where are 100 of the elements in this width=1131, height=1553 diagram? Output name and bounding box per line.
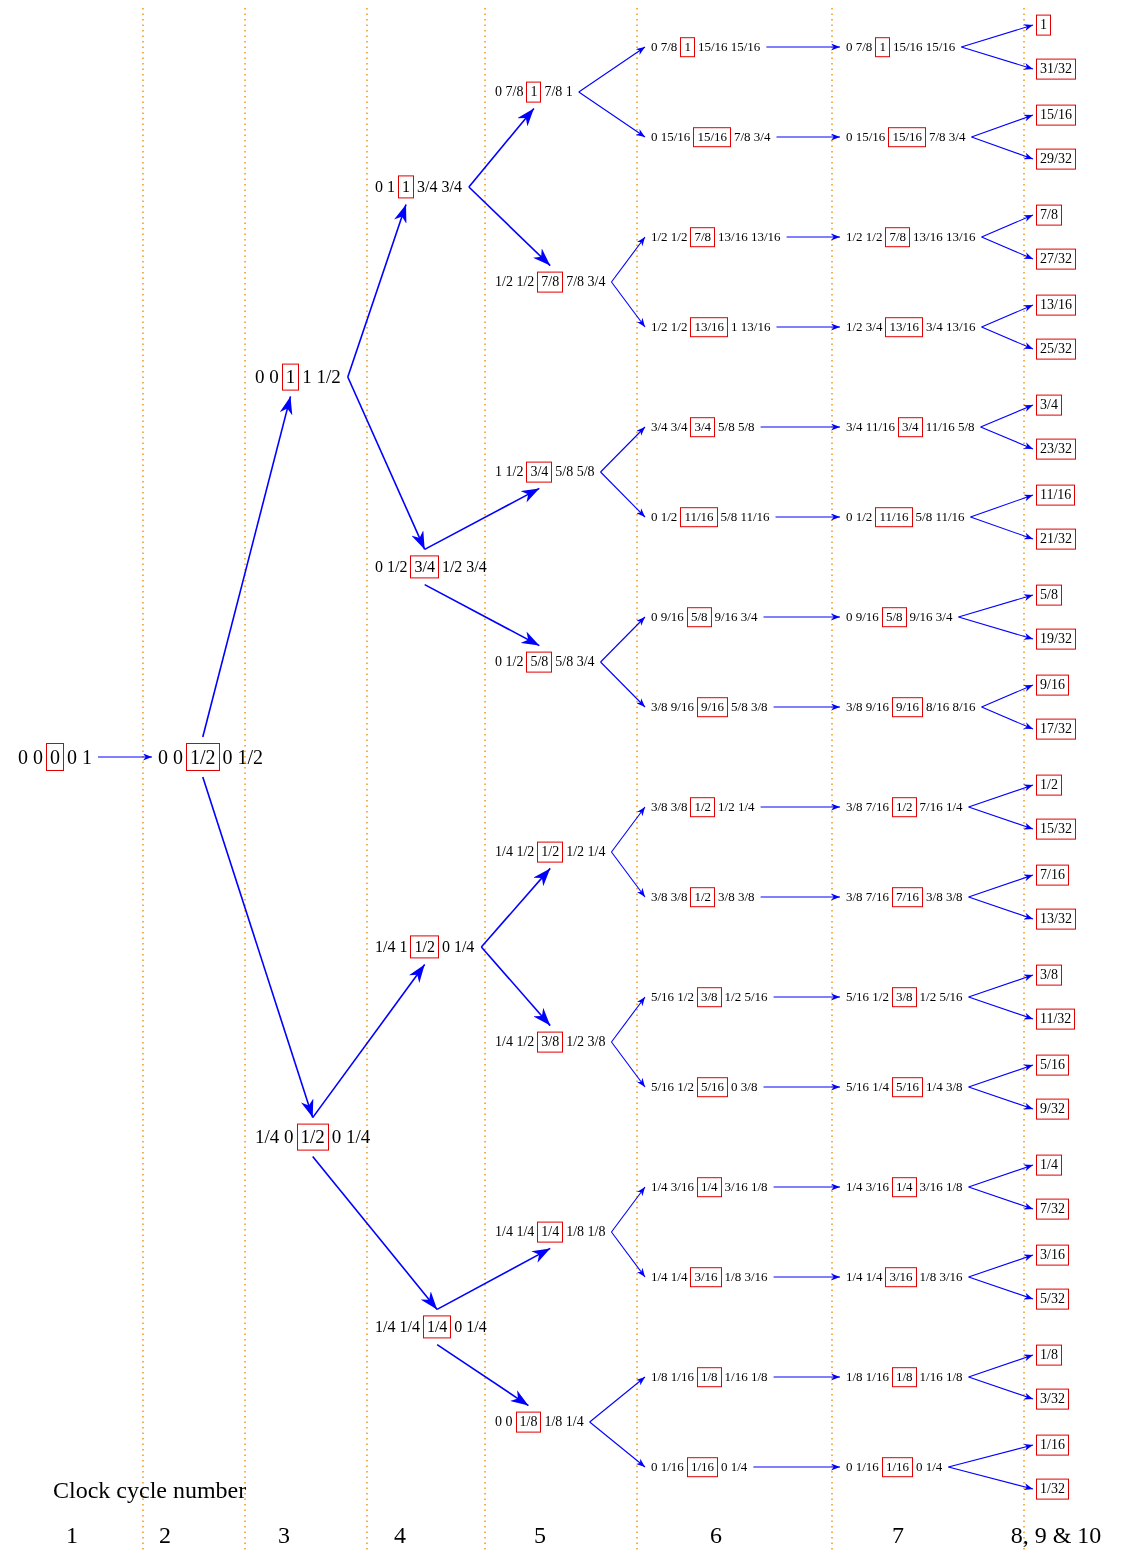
register-values: 0 9/16 <box>845 609 880 625</box>
register-values: 0 1/2 <box>650 509 679 525</box>
arrow <box>589 1376 646 1423</box>
arrow <box>773 703 841 711</box>
register-values: 1/4 3/8 <box>925 1079 964 1095</box>
register-values: 13/16 13/16 <box>717 229 782 245</box>
axis-title: Clock cycle number <box>53 1476 247 1504</box>
register-values: 1/4 1/4 <box>845 1269 884 1285</box>
arrow <box>981 236 1034 260</box>
register-values: 1/8 3/16 <box>918 1269 964 1285</box>
cycle-number: 3 <box>278 1521 290 1549</box>
boxed-value: 3/8 <box>892 987 917 1007</box>
arrow <box>773 1183 841 1191</box>
arrow <box>774 513 841 521</box>
arrow <box>436 1343 530 1407</box>
arrow <box>968 1276 1034 1300</box>
register-values: 3/8 9/16 <box>650 699 695 715</box>
boxed-value: 1/4 <box>697 1177 722 1197</box>
boxed-value: 13/16 <box>690 317 729 337</box>
arrow <box>752 1463 841 1471</box>
register-values: 5/8 3/8 <box>730 699 769 715</box>
boxed-value: 3/16 <box>885 1267 917 1287</box>
register-values: 3/16 1/8 <box>918 1179 964 1195</box>
register-values: 5/8 5/8 <box>717 419 756 435</box>
arrow <box>775 323 841 331</box>
arrow <box>600 661 646 708</box>
boxed-value: 1/2 <box>1036 774 1062 796</box>
boxed-value: 1/8 <box>892 1367 917 1387</box>
register-values: 1/2 5/16 <box>918 989 964 1005</box>
arrow <box>968 896 1034 920</box>
register-values: 0 0 <box>17 745 44 769</box>
arrow <box>947 1443 1034 1468</box>
boxed-value: 27/32 <box>1036 248 1076 270</box>
arrow <box>578 91 646 138</box>
boxed-value: 11/32 <box>1036 1008 1076 1030</box>
boxed-value: 19/32 <box>1036 628 1076 650</box>
boxed-value: 7/16 <box>892 887 924 907</box>
register-values: 1/2 1/2 <box>845 229 884 245</box>
register-values: 0 7/8 <box>650 39 679 55</box>
boxed-value: 13/16 <box>1036 294 1076 316</box>
register-values: 3/8 3/8 <box>650 889 689 905</box>
register-values: 1/2 1/2 <box>494 274 536 290</box>
arrow <box>786 233 841 241</box>
register-values: 3/8 9/16 <box>845 699 890 715</box>
register-values: 7/8 3/4 <box>565 274 607 290</box>
register-values: 3/4 11/16 <box>845 419 896 435</box>
boxed-value: 3/8 <box>697 987 722 1007</box>
boxed-value: 5/32 <box>1036 1288 1069 1310</box>
register-values: 0 15/16 <box>845 129 887 145</box>
boxed-value: 15/16 <box>888 127 926 147</box>
register-values: 1/16 1/8 <box>723 1369 769 1385</box>
boxed-value: 29/32 <box>1036 148 1076 170</box>
boxed-value: 1/2 <box>296 1123 329 1151</box>
arrow <box>969 494 1034 518</box>
arrow <box>968 784 1034 808</box>
boxed-value: 9/32 <box>1036 1098 1069 1120</box>
register-values: 0 1/16 <box>650 1459 685 1475</box>
register-values: 1/4 3/16 <box>845 1179 890 1195</box>
boxed-value: 1/4 <box>892 1177 917 1197</box>
arrow <box>765 43 841 51</box>
register-values: 7/8 1 <box>543 84 574 100</box>
register-values: 15/16 15/16 <box>696 39 762 55</box>
register-values: 1/4 1/2 <box>494 1034 536 1050</box>
register-values: 0 1/4 <box>915 1459 944 1475</box>
register-values: 0 0 <box>157 745 184 769</box>
register-values: 3/8 3/8 <box>925 889 964 905</box>
arrow <box>610 996 646 1043</box>
boxed-value: 15/32 <box>1036 818 1076 840</box>
boxed-value: 3/8 <box>1036 964 1062 986</box>
register-values: 1/4 1 <box>374 938 409 956</box>
register-values: 7/8 3/4 <box>733 129 772 145</box>
register-values: 0 1 <box>66 745 93 769</box>
arrow <box>968 1376 1034 1400</box>
register-values: 0 1/2 <box>221 745 265 769</box>
boxed-value: 13/16 <box>885 317 924 337</box>
arrow <box>968 1254 1034 1278</box>
boxed-value: 9/16 <box>892 697 924 717</box>
boxed-value: 1/16 <box>881 1457 913 1477</box>
cycle-number: 6 <box>710 1521 722 1549</box>
cycle-number: 7 <box>892 1521 904 1549</box>
arrow <box>480 946 552 1027</box>
register-values: 3/8 7/16 <box>845 799 890 815</box>
arrow <box>600 616 646 663</box>
cycle-number: 2 <box>159 1521 171 1549</box>
boxed-value: 1/8 <box>1036 1344 1062 1366</box>
boxed-value: 1/32 <box>1036 1478 1069 1500</box>
boxed-value: 11/16 <box>1036 484 1076 506</box>
arrow <box>773 1373 841 1381</box>
boxed-value: 1/4 <box>422 1315 452 1339</box>
arrow <box>423 583 541 647</box>
boxed-value: 3/4 <box>1036 394 1062 416</box>
arrow <box>600 471 646 518</box>
register-values: 11/16 5/8 <box>924 419 976 435</box>
boxed-value: 1/2 <box>892 797 917 817</box>
register-values: 1/16 1/8 <box>918 1369 964 1385</box>
boxed-value: 3/4 <box>898 417 923 437</box>
register-values: 5/8 11/16 <box>719 509 771 525</box>
register-values: 0 9/16 <box>650 609 685 625</box>
boxed-value: 1/4 <box>537 1221 564 1243</box>
arrow <box>968 974 1034 998</box>
